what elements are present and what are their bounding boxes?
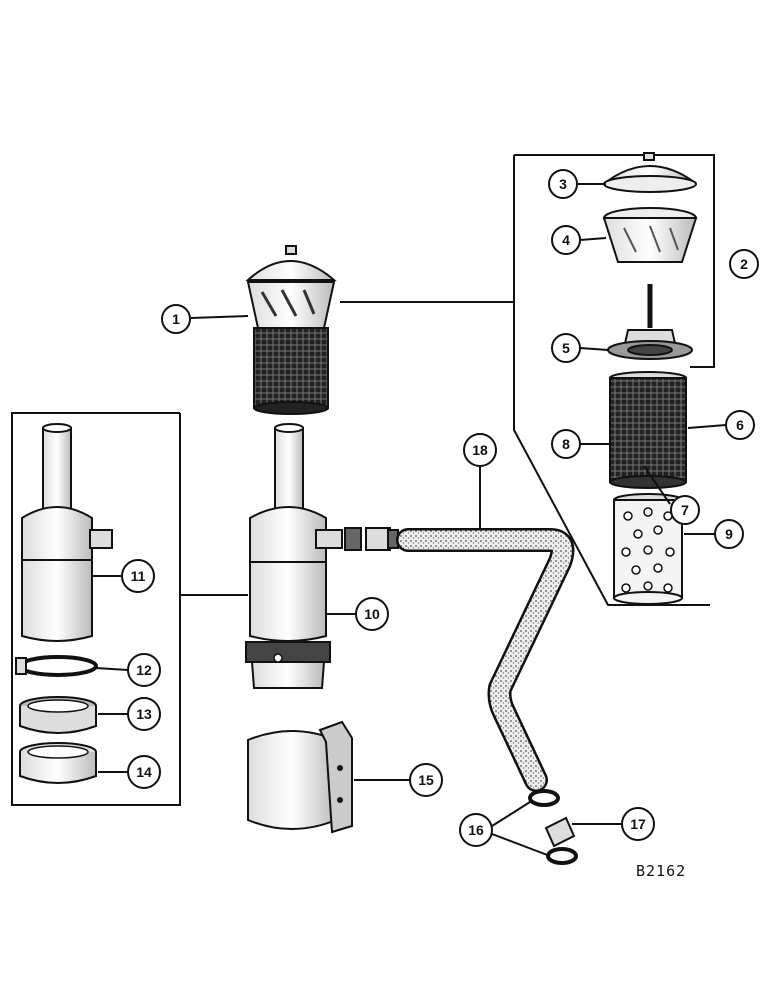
callout-6-label: 6 <box>736 417 744 433</box>
callout-4-label: 4 <box>562 232 570 248</box>
screen-element <box>609 371 687 489</box>
callout-13-label: 13 <box>136 706 152 722</box>
callout-14: 14 <box>127 755 161 789</box>
callout-8: 8 <box>551 429 581 459</box>
clamp-ring <box>15 655 98 677</box>
callout-16-label: 16 <box>468 822 484 838</box>
callout-9-label: 9 <box>725 526 733 542</box>
air-cleaner-body <box>21 423 113 642</box>
callout-13: 13 <box>127 697 161 731</box>
callout-18-label: 18 <box>472 442 488 458</box>
callout-17-label: 17 <box>630 816 646 832</box>
callout-15-label: 15 <box>418 772 434 788</box>
callout-7-label: 7 <box>681 502 689 518</box>
callout-16: 16 <box>459 813 493 847</box>
callout-5-label: 5 <box>562 340 570 356</box>
cover <box>602 152 698 193</box>
callout-5: 5 <box>551 333 581 363</box>
callout-12: 12 <box>127 653 161 687</box>
fittings <box>344 527 399 551</box>
callouts: 1 2 3 4 5 6 7 8 9 10 11 12 13 14 15 16 1… <box>121 169 759 847</box>
callout-7: 7 <box>670 495 700 525</box>
callout-17: 17 <box>621 807 655 841</box>
callout-9: 9 <box>714 519 744 549</box>
gasket-ring <box>19 696 97 734</box>
callout-3-label: 3 <box>559 176 567 192</box>
hose <box>396 528 575 792</box>
vane-base <box>607 284 693 360</box>
drawing-code: B2162 <box>636 862 687 880</box>
callout-3: 3 <box>548 169 578 199</box>
callout-4: 4 <box>551 225 581 255</box>
mounting-band <box>247 720 353 834</box>
bracket-lines <box>11 154 715 806</box>
callout-1: 1 <box>161 304 191 334</box>
leader-lines <box>92 183 727 857</box>
callout-10: 10 <box>355 597 389 631</box>
hose-connector <box>544 816 576 848</box>
seal-ring <box>19 742 97 784</box>
callout-8-label: 8 <box>562 436 570 452</box>
callout-2: 2 <box>729 249 759 279</box>
callout-6: 6 <box>725 410 755 440</box>
callout-10-label: 10 <box>364 606 380 622</box>
callout-11-label: 11 <box>131 568 146 584</box>
callout-14-label: 14 <box>136 764 152 780</box>
callout-1-label: 1 <box>172 311 180 327</box>
air-cleaner-main <box>245 423 343 689</box>
callout-2-label: 2 <box>740 256 748 272</box>
callout-11: 11 <box>121 559 155 593</box>
perforated-sleeve <box>613 493 683 605</box>
callout-15: 15 <box>409 763 443 797</box>
callout-12-label: 12 <box>136 662 152 678</box>
callout-18: 18 <box>463 433 497 467</box>
bowl <box>602 207 698 263</box>
pre-cleaner-assembly <box>245 245 337 415</box>
